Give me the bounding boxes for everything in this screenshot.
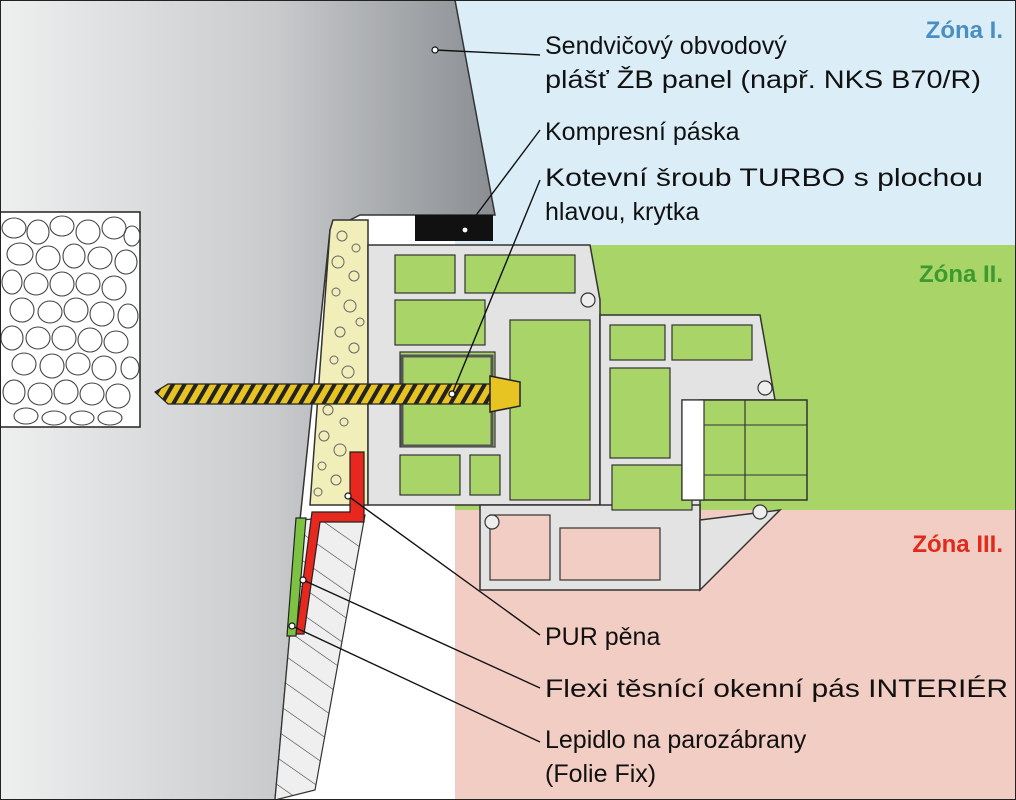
compression-tape bbox=[415, 215, 493, 241]
profile-chambers bbox=[394, 254, 753, 511]
zone-2-label: Zóna II. bbox=[919, 261, 1003, 288]
callout-tape: Kompresní páska bbox=[545, 118, 740, 146]
leader-dots bbox=[288, 46, 469, 630]
callout-screw-line2: hlavou, krytka bbox=[545, 198, 699, 226]
glazing-unit bbox=[681, 399, 808, 501]
callout-panel-line1: Sendvičový obvodový bbox=[545, 32, 787, 60]
pur-foam bbox=[309, 219, 369, 506]
zone-1-label: Zóna I. bbox=[926, 17, 1003, 44]
profile-lower-chambers bbox=[489, 514, 661, 581]
zone-3-label: Zóna III. bbox=[912, 531, 1003, 558]
callout-flexi: Flexi těsnící okenní pás INTERIÉR bbox=[545, 674, 1008, 703]
zone-1-background bbox=[455, 0, 1016, 245]
callout-screw-line1: Kotevní šroub TURBO s plochou bbox=[545, 164, 983, 192]
leader-lines bbox=[291, 49, 541, 743]
foam-bubbles bbox=[313, 230, 365, 497]
turbo-screw bbox=[154, 375, 521, 413]
insulation-block bbox=[0, 211, 141, 428]
callout-panel-line2: plášť ŽB panel (např. NKS B70/R) bbox=[545, 65, 981, 94]
callout-glue-line2: (Folie Fix) bbox=[545, 760, 656, 788]
callout-pur: PUR pěna bbox=[545, 623, 660, 651]
glue-bead bbox=[295, 451, 365, 635]
gaskets bbox=[484, 292, 773, 530]
flexi-tape bbox=[286, 517, 307, 637]
callout-glue-line1: Lepidlo na parozábrany bbox=[545, 726, 807, 754]
